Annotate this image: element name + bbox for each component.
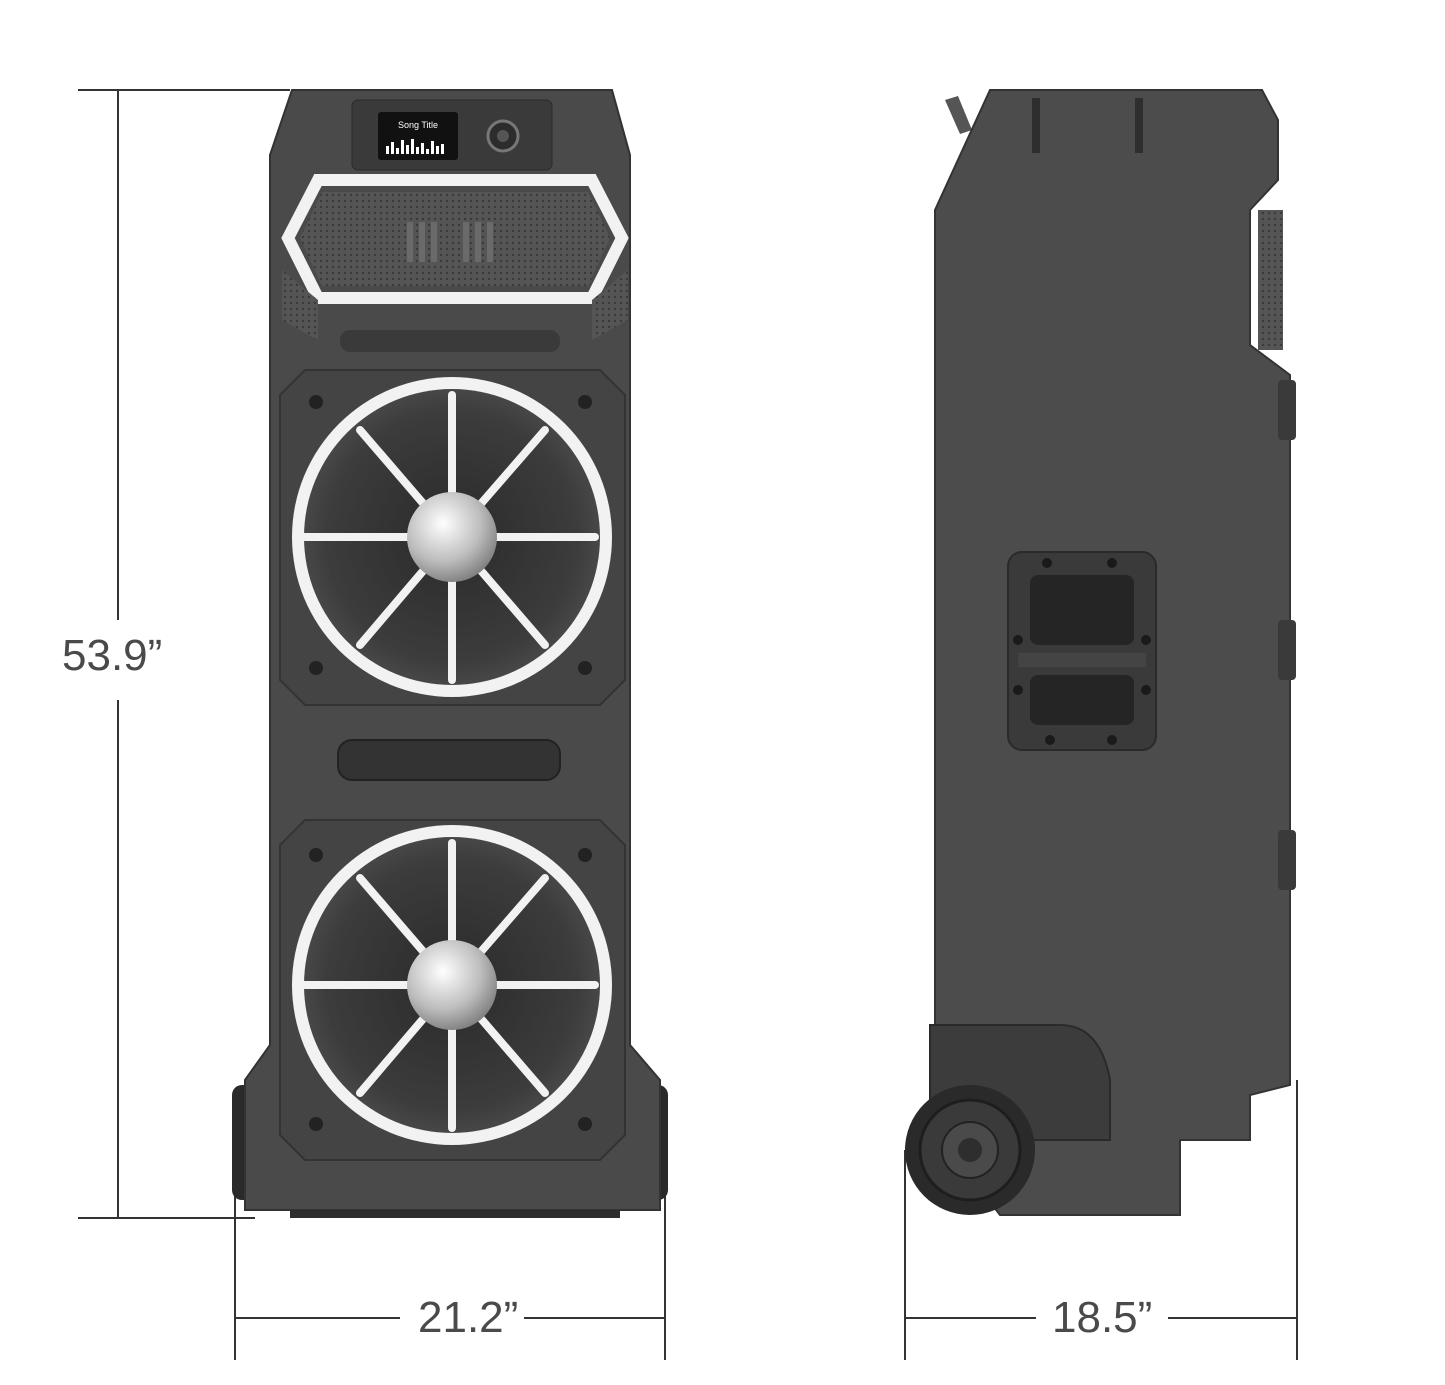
upper-dust-cap [407, 492, 497, 582]
side-depth-dimension-label: 18.5” [1046, 1296, 1159, 1340]
lower-dust-cap [407, 940, 497, 1030]
upper-housing-screws [309, 395, 592, 675]
side-carry-handle [1007, 551, 1157, 751]
grille-light-ring [281, 174, 629, 304]
lower-housing-screws [309, 848, 592, 1131]
speaker-side-view [905, 89, 1296, 1216]
center-light-bar [337, 739, 561, 781]
upper-woofer [292, 377, 612, 697]
speaker-front-view: Song Title [232, 89, 668, 1218]
lower-woofer [292, 825, 612, 1145]
song-title-text: Song Title [398, 120, 438, 130]
telescopic-handle-stub [945, 96, 972, 134]
equalizer-bars-icon [386, 139, 444, 154]
front-width-dimension-label: 21.2” [412, 1296, 525, 1340]
side-depth-dimension-line [904, 1080, 1298, 1360]
height-dimension-line [78, 89, 290, 1219]
tweeter-grille [300, 192, 610, 286]
height-dimension-label: 53.9” [62, 630, 163, 682]
brand-logo-emboss [407, 222, 493, 262]
side-wheel [905, 1085, 1035, 1215]
